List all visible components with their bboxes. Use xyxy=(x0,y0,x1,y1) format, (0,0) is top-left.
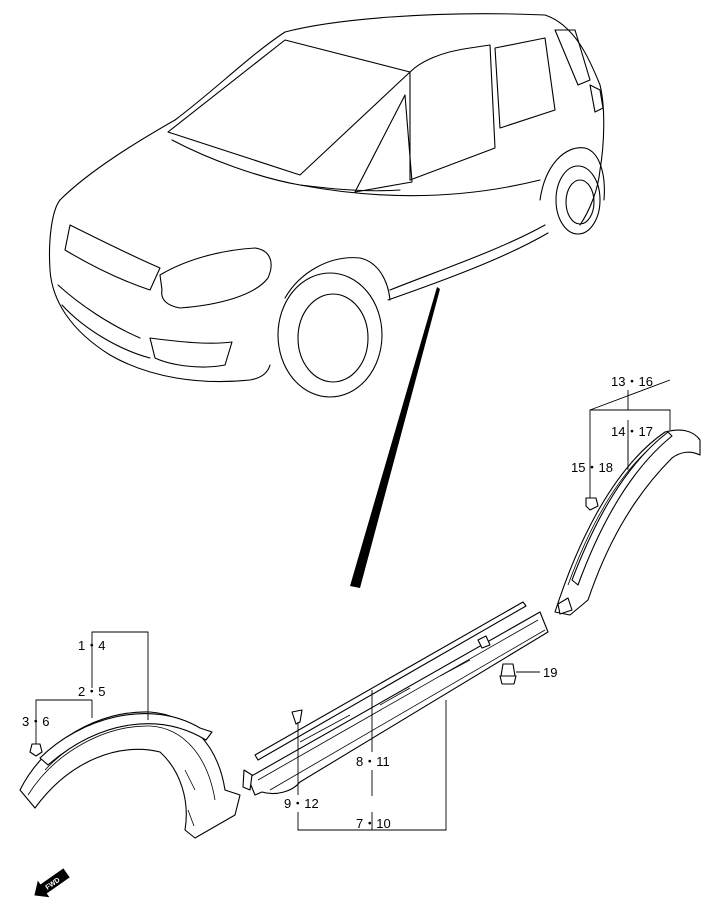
front-fender-arch xyxy=(19,711,241,839)
callout-15-18: 15・18 xyxy=(571,460,613,475)
car-outline xyxy=(48,13,605,398)
callout-14-17: 14・17 xyxy=(611,424,653,439)
callout-1-4: 1・4 xyxy=(78,638,105,653)
pointer-wedge xyxy=(350,287,440,588)
callout-8-11: 8・11 xyxy=(356,754,390,769)
callout-3-6: 3・6 xyxy=(22,714,49,729)
fwd-label: FWD xyxy=(45,877,62,892)
clip-19 xyxy=(499,663,517,685)
clip-3-6 xyxy=(29,743,43,757)
clip-15-18 xyxy=(585,497,599,511)
callout-7-10: 7・10 xyxy=(356,816,391,831)
rear-fender-arch xyxy=(554,429,701,616)
callout-19: 19 xyxy=(543,665,557,680)
clip-9-12 xyxy=(291,709,303,725)
fwd-arrow-icon: FWD xyxy=(34,868,70,898)
callout-13-16: 13・16 xyxy=(611,374,653,389)
leader-lines xyxy=(35,379,671,831)
side-sill-molding xyxy=(242,601,549,796)
callout-2-5: 2・5 xyxy=(78,684,105,699)
callout-9-12: 9・12 xyxy=(284,796,319,811)
